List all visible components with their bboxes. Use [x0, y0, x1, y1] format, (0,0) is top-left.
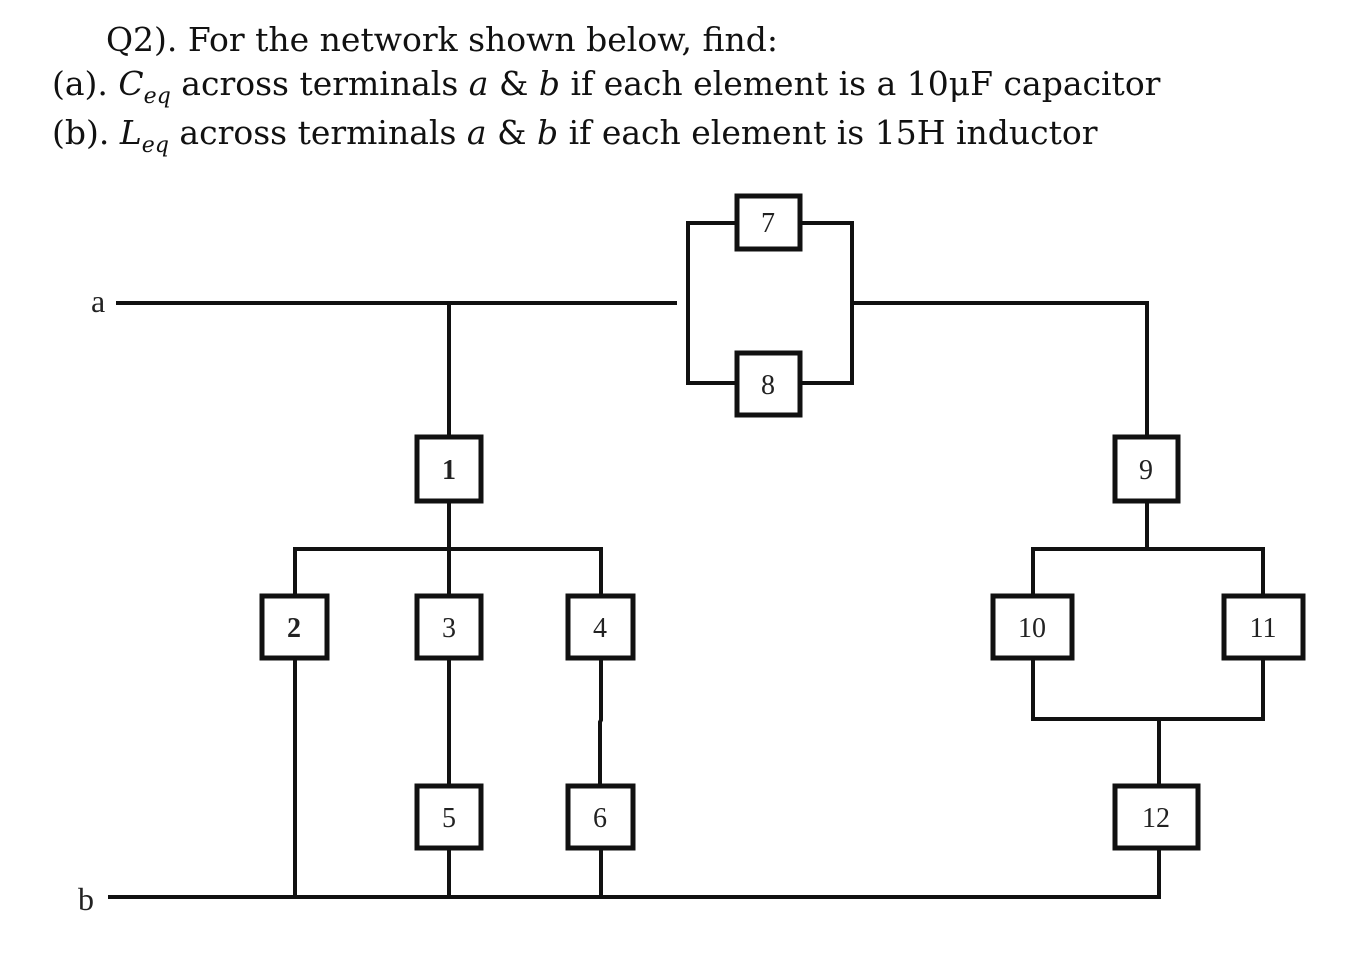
wire-10-11-top	[1031, 547, 1265, 598]
part-b-amp: &	[497, 113, 527, 152]
part-a-subscript: eq	[143, 84, 171, 109]
element-3-label: 3	[442, 613, 456, 644]
element-6-box	[565, 783, 636, 851]
wire-7-8-left	[686, 221, 739, 385]
element-8-box	[734, 350, 803, 418]
element-7: 7	[734, 193, 803, 252]
wire-left-bus	[293, 547, 603, 598]
wire-4-to-6	[598, 656, 603, 788]
part-a-term-a: a	[468, 64, 489, 103]
element-12-label: 12	[1142, 803, 1170, 834]
element-11-label: 11	[1250, 613, 1277, 644]
question-heading: Q2). For the network shown below, find:	[106, 20, 779, 59]
wire-7-8-right	[798, 221, 854, 385]
element-9: 9	[1112, 434, 1181, 504]
part-a-term-b: b	[538, 64, 560, 103]
part-b-term-a: a	[466, 113, 487, 152]
element-1-label: 1	[442, 455, 456, 486]
element-10-label: 10	[1018, 613, 1046, 644]
terminal-a-label: a	[91, 283, 105, 319]
element-9-label: 9	[1139, 455, 1153, 486]
element-12: 12	[1112, 783, 1201, 851]
part-b-term-b: b	[536, 113, 559, 152]
element-3: 3	[414, 593, 484, 661]
part-b-prefix: (b).	[52, 113, 110, 152]
element-10: 10	[990, 593, 1075, 661]
element-5-label: 5	[442, 803, 456, 834]
element-12-box	[1112, 783, 1201, 851]
question-part-a: (a). Ceq across terminals a & b if each …	[52, 62, 1312, 111]
part-a-symbol: C	[118, 64, 144, 103]
element-5-box	[414, 783, 484, 851]
part-b-subscript: eq	[141, 133, 169, 158]
element-10-box	[990, 593, 1075, 661]
element-5: 5	[414, 783, 484, 851]
element-6: 6	[565, 783, 636, 851]
element-1-box	[414, 434, 484, 504]
question-text: Q2). For the network shown below, find: …	[52, 18, 1312, 160]
element-6-label: 6	[593, 803, 607, 834]
element-4-box	[565, 593, 636, 661]
element-9-box	[1112, 434, 1181, 504]
element-1: 1	[414, 434, 484, 504]
part-a-text2: if each element is a 10μF capacitor	[570, 64, 1161, 103]
part-b-symbol: L	[119, 113, 142, 152]
element-11: 11	[1221, 593, 1306, 661]
part-b-text1: across terminals	[179, 113, 457, 152]
wire-10-11-bottom	[1031, 656, 1265, 721]
element-2-box	[259, 593, 330, 661]
wire-to-9	[850, 301, 1149, 439]
circuit-wires	[108, 221, 1265, 899]
element-2: 2	[259, 593, 330, 661]
element-4-label: 4	[593, 613, 607, 644]
terminal-b-label: b	[78, 881, 94, 917]
question-part-b: (b). Leq across terminals a & b if each …	[52, 111, 1312, 160]
element-8-label: 8	[761, 370, 775, 401]
element-3-box	[414, 593, 484, 661]
part-a-text1: across terminals	[181, 64, 459, 103]
part-a-prefix: (a).	[52, 64, 108, 103]
element-7-label: 7	[761, 208, 775, 239]
element-2-label: 2	[287, 613, 301, 644]
part-a-amp: &	[498, 64, 529, 103]
element-11-box	[1221, 593, 1306, 661]
element-7-box	[734, 193, 803, 252]
element-4: 4	[565, 593, 636, 661]
element-8: 8	[734, 350, 803, 418]
part-b-text2: if each element is 15H inductor	[568, 113, 1098, 152]
